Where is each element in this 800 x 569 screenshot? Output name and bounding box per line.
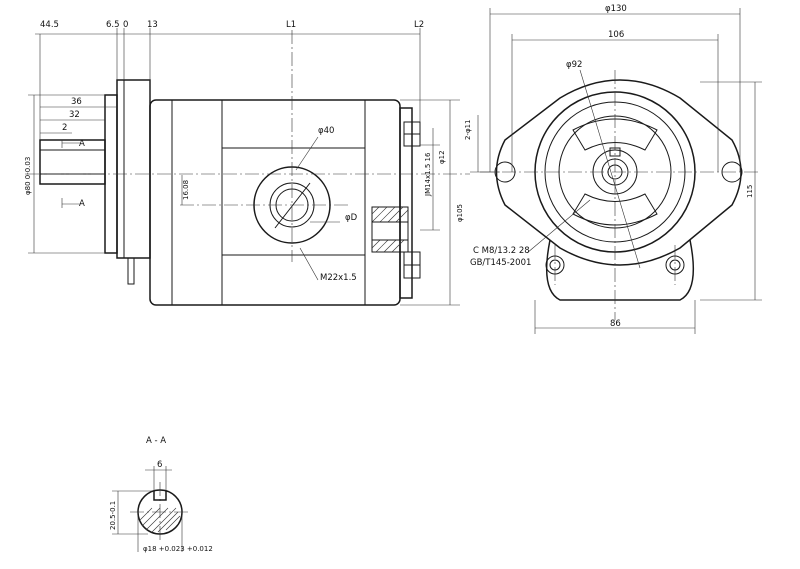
end-cover [399, 107, 413, 299]
port-section [371, 206, 409, 253]
dim-l1: L1 [286, 20, 296, 30]
section-title: A - A [146, 436, 166, 446]
dim-l2: L2 [414, 20, 424, 30]
dim-phid: φD [345, 213, 358, 223]
thread-note-1: C M8/13.2 28 [473, 246, 530, 256]
dim-phi130: φ130 [605, 4, 627, 14]
dim-key-6: 6 [157, 460, 162, 470]
dim-115: 115 [746, 185, 754, 198]
dim-106: 106 [608, 30, 624, 40]
dim-86: 86 [610, 319, 621, 329]
dim-0: 0 [123, 20, 128, 30]
dim-44-5: 44.5 [40, 20, 59, 30]
section-mark-a-bottom: A [79, 199, 85, 209]
front-flange-outline [495, 79, 742, 266]
flange-plate [116, 79, 151, 259]
dim-phi92: φ92 [566, 60, 582, 70]
section-aa [112, 466, 190, 552]
dim-m14: JM14x1.5 16 [424, 152, 432, 197]
dim-m22: M22x1.5 [320, 273, 357, 283]
thread-note-2: GB/T145-2001 [470, 258, 531, 268]
shaft [39, 139, 106, 185]
dim-2: 2 [62, 123, 67, 133]
keyway [153, 491, 167, 501]
dim-36: 36 [71, 97, 82, 107]
dim-6-5: 6.5 [106, 20, 120, 30]
front-lower-lobe [545, 239, 695, 301]
front-view [470, 8, 762, 334]
pump-body [149, 99, 401, 306]
dim-16-08: 16.08 [182, 180, 190, 200]
dim-phi12: φ12 [438, 150, 446, 164]
dim-13: 13 [147, 20, 158, 30]
dim-phi40: φ40 [318, 126, 334, 136]
dim-32: 32 [69, 110, 80, 120]
dim-2-phi11: 2-φ11 [464, 119, 472, 140]
dim-phi105: φ105 [456, 204, 464, 222]
side-view [25, 28, 470, 306]
dim-phi80: φ80 0-0.03 [24, 157, 32, 195]
section-mark-a-top: A [79, 139, 85, 149]
dim-phi18: φ18 +0.023 +0.012 [143, 545, 213, 553]
dim-20-5: 20.5-0.1 [109, 501, 117, 530]
